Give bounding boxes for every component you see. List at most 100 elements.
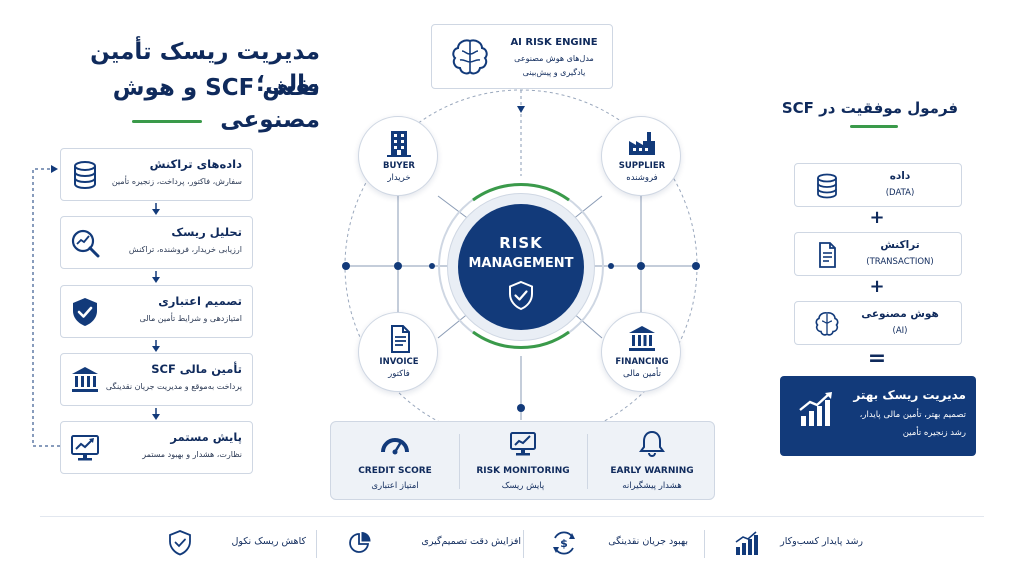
node-supplier: SUPPLIER فروشنده bbox=[601, 116, 681, 196]
formula-item-data: داده (DATA) bbox=[794, 163, 962, 207]
strip-divider bbox=[704, 530, 705, 558]
process-step-title: تأمین مالی SCF bbox=[151, 362, 242, 376]
engine-title: AI RISK ENGINE bbox=[510, 37, 598, 48]
cash-flow-icon: $ bbox=[553, 531, 575, 555]
process-step-title: داده‌های تراکنش bbox=[149, 157, 242, 171]
process-step-title: پایش مستمر bbox=[170, 430, 242, 444]
formula-heading: فرمول موفقیت در SCF bbox=[781, 99, 959, 117]
process-step-credit-decision: تصمیم اعتباری امتیازدهی و شرایط تأمین ما… bbox=[60, 285, 253, 338]
growth-chart-icon bbox=[735, 531, 758, 555]
node-label-fa: فروشنده bbox=[626, 173, 658, 183]
formula-item-fa: تراکنش bbox=[880, 239, 920, 251]
tool-early-warning: EARLY WARNING هشدار پیشگیرانه bbox=[588, 422, 716, 501]
database-icon bbox=[74, 161, 96, 190]
formula-item-fa: داده bbox=[889, 170, 911, 182]
benefit-label: افزایش دقت تصمیم‌گیری bbox=[421, 536, 521, 547]
process-step-subtitle: سفارش، فاکتور، پرداخت، زنجیره تأمین bbox=[111, 177, 242, 186]
formula-item-en: (TRANSACTION) bbox=[866, 257, 934, 267]
page-title-line-2: نقش SCF و هوش مصنوعی bbox=[112, 75, 320, 133]
process-step-subtitle: نظارت، هشدار و بهبود مستمر bbox=[142, 450, 242, 459]
benefit-default-risk: کاهش ریسک نکول bbox=[165, 528, 315, 558]
monitor-chart-icon bbox=[71, 435, 99, 461]
benefit-cash-flow: $ بهبود جریان نقدینگی bbox=[550, 528, 690, 558]
monitor-chart-icon bbox=[510, 432, 536, 456]
engine-line-2: یادگیری و پیش‌بینی bbox=[522, 68, 586, 77]
process-step-continuous-monitoring: پایش مستمر نظارت، هشدار و بهبود مستمر bbox=[60, 421, 253, 474]
benefits-strip-top-line bbox=[40, 516, 984, 517]
page-title-line-1: مدیریت ریسک تأمین مالی؛ bbox=[90, 39, 320, 97]
shield-check-icon bbox=[73, 298, 97, 326]
tool-risk-monitoring: RISK MONITORING پایش ریسک bbox=[459, 422, 587, 501]
risk-management-core: RISK MANAGEMENT bbox=[458, 204, 584, 330]
process-step-transaction-data: داده‌های تراکنش سفارش، فاکتور، پرداخت، ز… bbox=[60, 148, 253, 201]
result-line-1: تصمیم بهتر، تأمین مالی پایدار، bbox=[859, 410, 966, 420]
formula-item-en: (DATA) bbox=[885, 188, 915, 198]
formula-item-en: (AI) bbox=[892, 326, 908, 336]
process-step-subtitle: ارزیابی خریدار، فروشنده، تراکنش bbox=[128, 245, 242, 254]
document-icon bbox=[819, 242, 836, 268]
result-title: مدیریت ریسک بهتر bbox=[853, 388, 966, 402]
bank-icon bbox=[629, 326, 655, 351]
process-step-title: تحلیل ریسک bbox=[171, 225, 242, 239]
tool-credit-score: CREDIT SCORE امتیاز اعتباری bbox=[331, 422, 459, 501]
node-label-fa: تأمین مالی bbox=[622, 369, 662, 379]
arrow-down-icon bbox=[152, 340, 160, 352]
benefit-decision-accuracy: افزایش دقت تصمیم‌گیری bbox=[345, 528, 525, 558]
formula-underline bbox=[850, 125, 898, 128]
bank-icon bbox=[72, 367, 98, 392]
plus-sign: + bbox=[869, 207, 885, 228]
process-step-subtitle: امتیازدهی و شرایط تأمین مالی bbox=[139, 314, 242, 323]
formula-item-transaction: تراکنش (TRANSACTION) bbox=[794, 232, 962, 276]
pie-chart-icon bbox=[349, 532, 371, 553]
tool-label-en: CREDIT SCORE bbox=[358, 466, 432, 476]
benefit-business-growth: رشد پایدار کسب‌وکار bbox=[734, 528, 864, 558]
brain-icon bbox=[452, 39, 488, 75]
formula-result-box: مدیریت ریسک بهتر تصمیم بهتر، تأمین مالی … bbox=[780, 376, 976, 456]
node-label-fa: فاکتور bbox=[388, 369, 410, 379]
tool-label-fa: پایش ریسک bbox=[501, 481, 545, 491]
tool-label-en: EARLY WARNING bbox=[610, 466, 694, 476]
strip-divider bbox=[523, 530, 524, 558]
core-label-line-1: RISK bbox=[499, 234, 543, 252]
node-invoice: INVOICE فاکتور bbox=[358, 312, 438, 392]
panel-divider bbox=[587, 434, 588, 489]
node-financing: FINANCING تأمین مالی bbox=[601, 312, 681, 392]
node-label-fa: خریدار bbox=[387, 173, 411, 183]
arrow-down-icon bbox=[152, 408, 160, 420]
plus-sign: + bbox=[869, 276, 885, 297]
ai-risk-engine-box: AI RISK ENGINE مدل‌های هوش مصنوعی یادگیر… bbox=[431, 24, 613, 89]
bell-icon bbox=[639, 430, 665, 458]
chart-search-icon bbox=[71, 229, 100, 258]
panel-divider bbox=[459, 434, 460, 489]
building-icon bbox=[387, 131, 411, 157]
result-line-2: رشد زنجیره تأمین bbox=[902, 428, 966, 438]
title-underline bbox=[132, 120, 202, 123]
svg-text:$: $ bbox=[560, 537, 568, 550]
formula-item-fa: هوش مصنوعی bbox=[861, 308, 939, 320]
benefit-label: بهبود جریان نقدینگی bbox=[608, 536, 688, 547]
equals-sign: = bbox=[867, 346, 887, 371]
factory-icon bbox=[629, 132, 655, 155]
document-icon bbox=[391, 325, 410, 353]
arrow-down-icon bbox=[152, 203, 160, 215]
gauge-icon bbox=[381, 438, 409, 455]
benefit-label: کاهش ریسک نکول bbox=[231, 536, 307, 547]
node-label-en: SUPPLIER bbox=[618, 161, 666, 171]
process-step-title: تصمیم اعتباری bbox=[158, 294, 242, 308]
tool-label-fa: امتیاز اعتباری bbox=[371, 481, 419, 491]
formula-item-ai: هوش مصنوعی (AI) bbox=[794, 301, 962, 345]
node-buyer: BUYER خریدار bbox=[358, 116, 438, 196]
tool-label-fa: هشدار پیشگیرانه bbox=[622, 481, 682, 491]
database-icon bbox=[817, 173, 837, 199]
shield-check-icon bbox=[169, 530, 191, 556]
strip-divider bbox=[316, 530, 317, 558]
arrow-down-icon bbox=[152, 271, 160, 283]
brain-icon bbox=[815, 312, 839, 336]
shield-check-icon bbox=[509, 280, 533, 311]
engine-line-1: مدل‌های هوش مصنوعی bbox=[514, 54, 594, 63]
process-step-risk-analysis: تحلیل ریسک ارزیابی خریدار، فروشنده، تراک… bbox=[60, 216, 253, 269]
process-step-scf-financing: تأمین مالی SCF پرداخت به‌موقع و مدیریت ج… bbox=[60, 353, 253, 406]
core-label-line-2: MANAGEMENT bbox=[468, 256, 574, 271]
process-step-subtitle: پرداخت به‌موقع و مدیریت جریان نقدینگی bbox=[105, 382, 242, 391]
node-label-en: BUYER bbox=[383, 161, 415, 171]
